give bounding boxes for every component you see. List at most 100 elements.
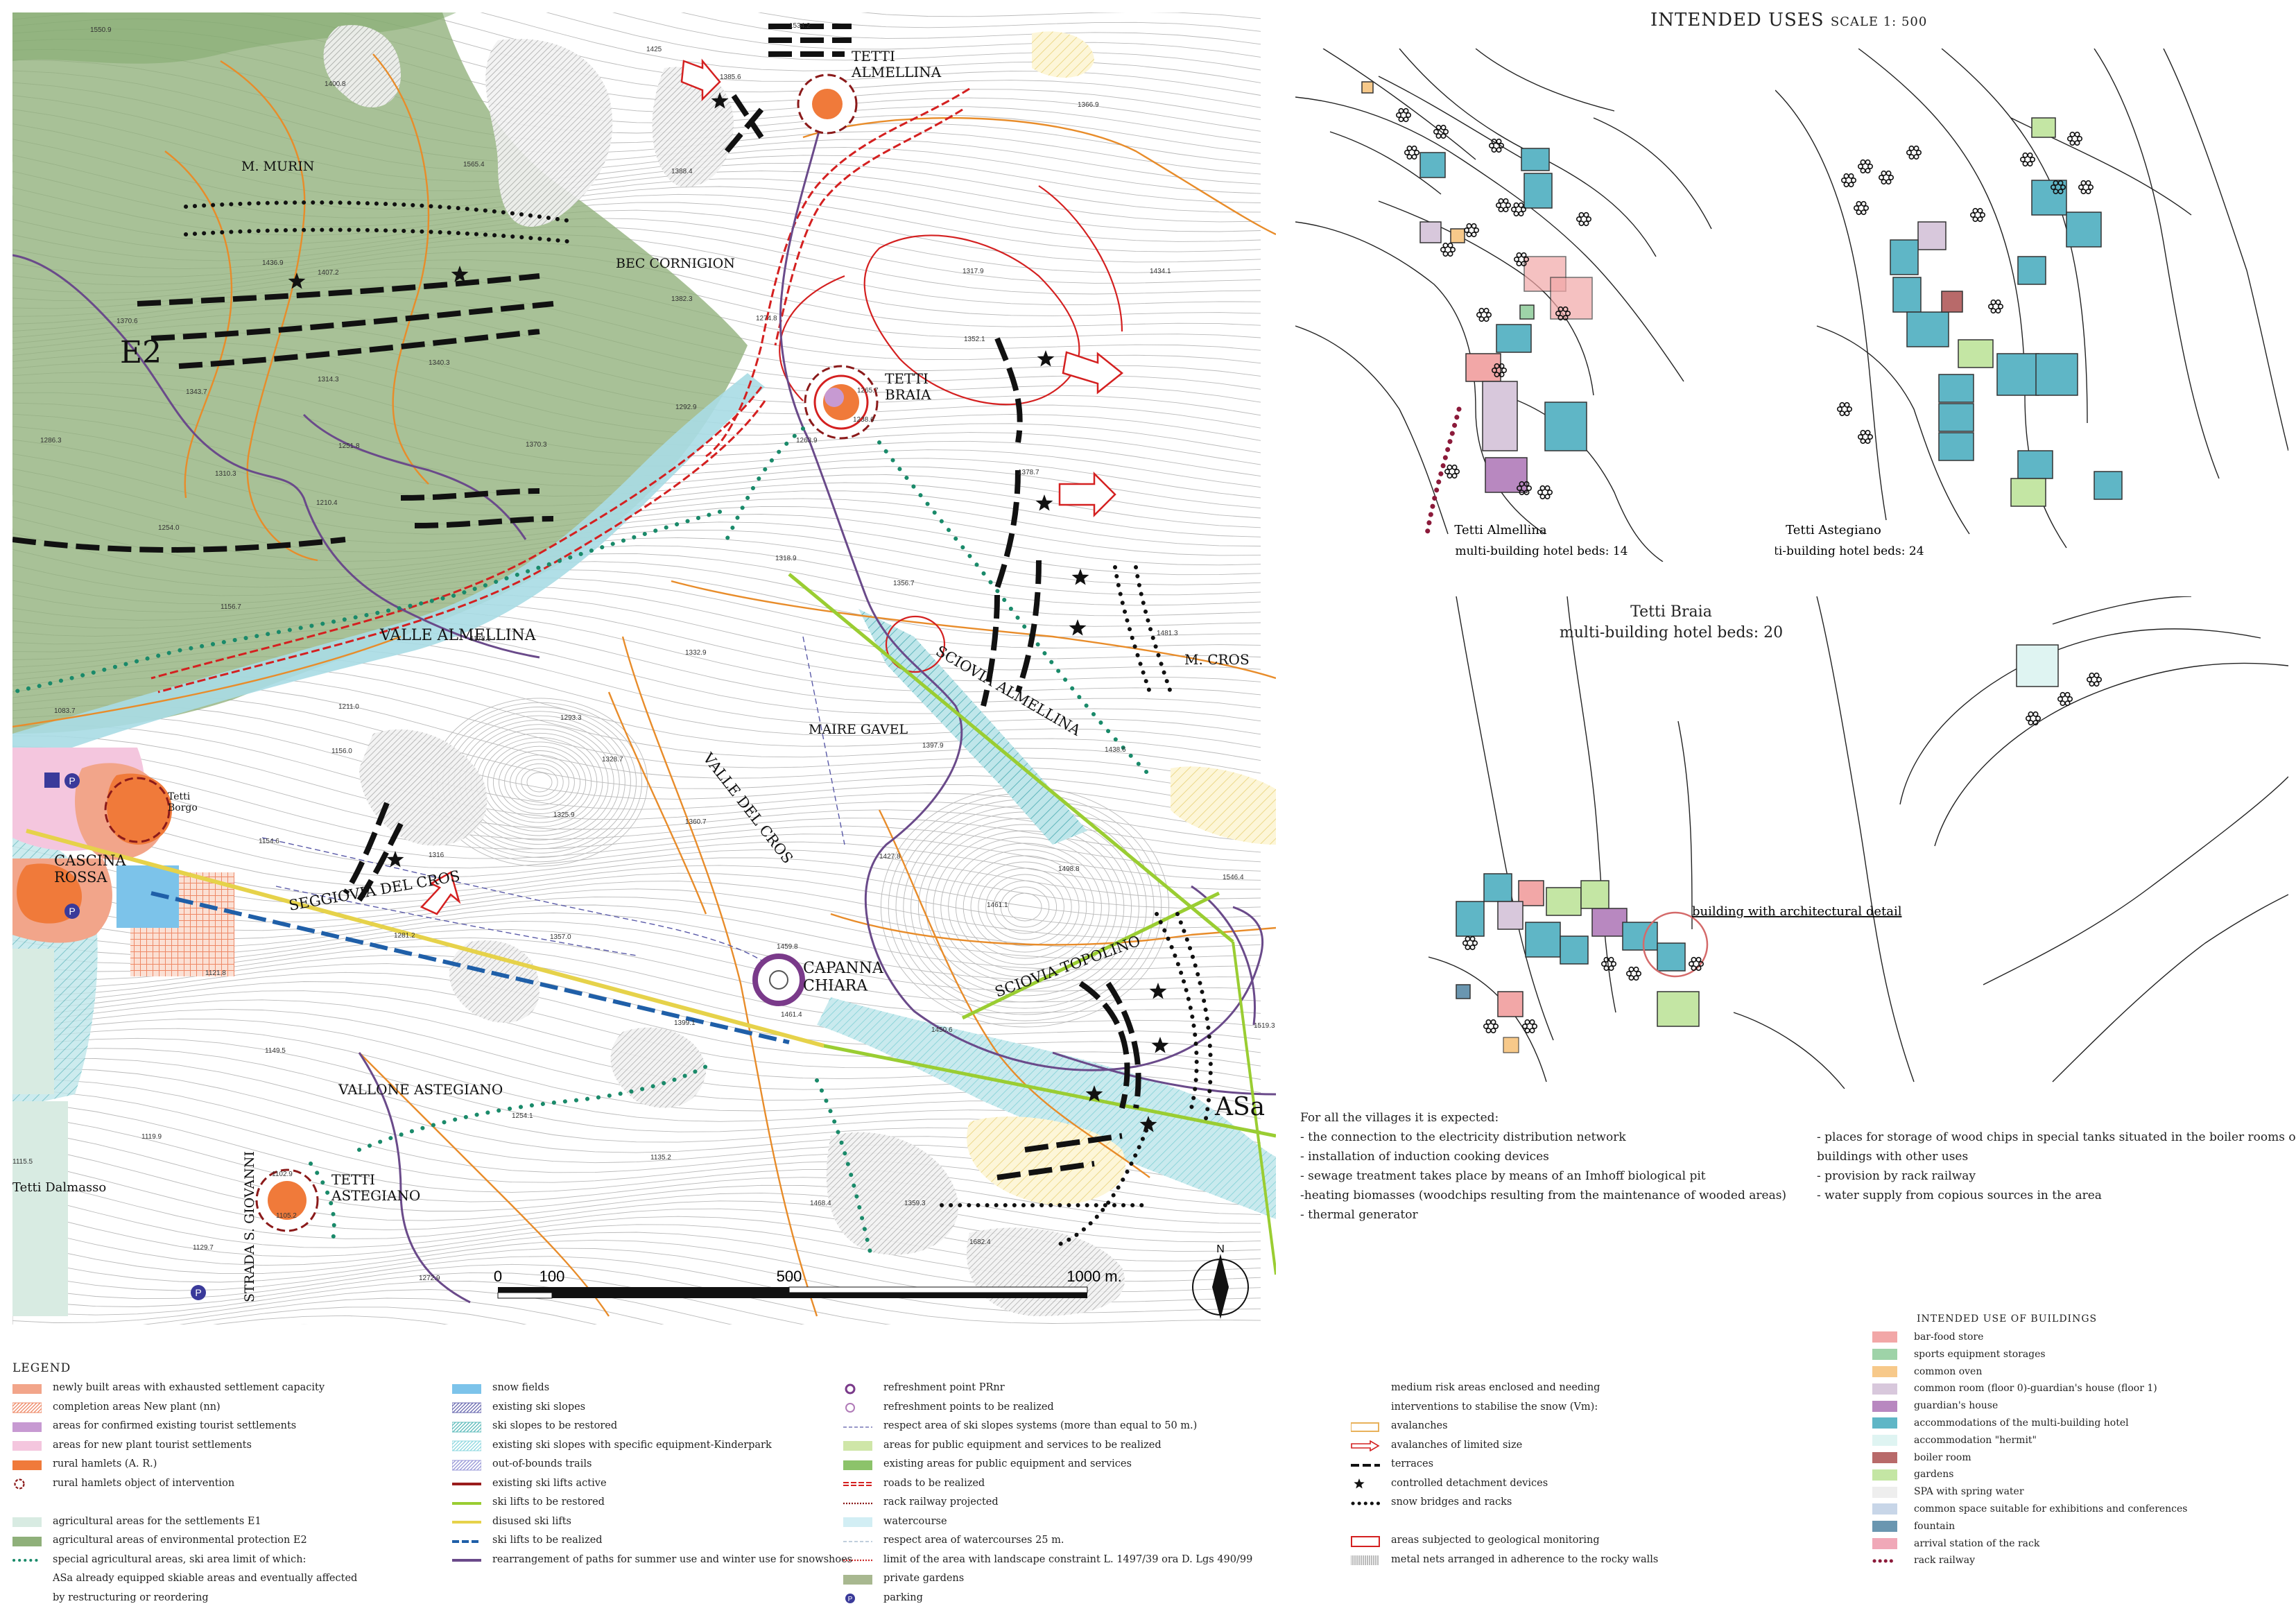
elevation-label: 1356.7 [893,580,915,587]
elevation-label: 1328.7 [602,756,623,763]
place-label-m-murin: M. MURIN [241,159,314,174]
hamlet-tetti-astegiano[interactable] [255,1168,319,1232]
elevation-label: 1178.6 [470,635,491,643]
plan-tetti-almellina[interactable]: Tetti Almellina multi-building hotel bed… [1295,49,1732,562]
legend-swatch [452,1383,481,1394]
controlled-detachment-star [386,851,404,868]
legend-col1-item-2: areas for confirmed existing tourist set… [12,1417,357,1436]
elevation-label: 1481.3 [1157,630,1178,637]
legend-col1-item-3: areas for new plant tourist settlements [12,1436,357,1456]
intended-use-label: gardens [1914,1469,1954,1481]
intended-use-swatch [1872,1555,1898,1567]
note-right-0: - places for storage of wood chips in sp… [1817,1130,2296,1144]
legend-swatch [12,1497,42,1508]
refreshment-point-capanna-chiara[interactable] [752,954,805,1006]
hamlet-tetti-braia[interactable] [804,365,879,440]
intended-use-item-12: arrival station of the rack [1872,1535,2188,1553]
legend-col1-item-7: agricultural areas for the settlements E… [12,1512,357,1532]
elevation-label: 1293.3 [560,714,582,722]
legend-col4-item-2: avalanches [1350,1417,1658,1436]
ski-lifts [26,573,1276,1275]
elevation-label: 1265.7 [857,387,879,395]
legend-label: respect area of ski slopes systems (more… [883,1420,1198,1431]
elevation-label: 1388.4 [671,168,693,175]
legend-col2-item-6: ski lifts to be restored [452,1493,852,1512]
controlled-detachment-star [1069,619,1087,636]
legend-swatch [442,1421,491,1433]
legend-col4-item-0: medium risk areas enclosed and needing [1351,1379,1658,1398]
legend-swatch [442,1401,491,1413]
legend-col2-item-3: existing ski slopes with specific equipm… [442,1436,852,1456]
intended-use-swatch [1872,1435,1897,1447]
legend-label: existing ski slopes with specific equipm… [492,1439,772,1451]
legend-label: rearrangement of paths for summer use an… [492,1553,853,1565]
legend-swatch [843,1421,872,1432]
intended-use-item-8: gardens [1872,1466,2188,1483]
plan-tetti-astegiano[interactable]: Tetti Astegiano multi-building hotel bed… [1775,49,2288,562]
legend-swatch [843,1516,872,1528]
legend-swatch [452,1554,481,1565]
intended-use-item-0: bar-food store [1872,1329,2188,1346]
note-right-1: buildings with other uses [1817,1150,1969,1164]
legend-swatch [12,1440,42,1451]
legend-label: existing ski slopes [492,1401,586,1413]
legend-col3-item-10: private gardens [843,1569,1252,1589]
legend-col4-item-1: interventions to stabilise the snow (Vm)… [1351,1398,1658,1417]
controlled-detachment-star [1035,494,1053,511]
elevation-label: 1378.7 [1018,469,1039,476]
legend-swatch [12,1421,42,1432]
elevation-label: 1370.3 [526,441,547,449]
hamlet-tetti-almellina[interactable] [797,74,858,135]
legend-col3-item-4: existing areas for public equipment and … [843,1455,1252,1474]
geological-monitoring-lines [779,185,1123,673]
intended-use-item-1: sports equipment storages [1872,1346,2188,1363]
legend-label: by restructuring or reordering [53,1591,209,1603]
legend-label: areas for confirmed existing tourist set… [53,1420,297,1431]
elevation-label: 1129.7 [193,1244,214,1252]
elevation-label: 1565.4 [463,161,485,169]
hamlet-cascina-rossa[interactable] [104,777,171,843]
braia-title: Tetti Braia multi-building hotel beds: 2… [1526,602,1817,644]
almellina-buildings [1361,81,1593,493]
village-notes-right: - places for storage of wood chips in sp… [1817,1128,2296,1205]
elevation-label: 1534.2 [789,22,811,30]
almellina-trees [1396,107,1591,500]
watercourse-band [12,373,765,768]
intended-use-label: common space suitable for exhibitions an… [1914,1503,2188,1515]
legend-col2-item-1: existing ski slopes [442,1398,852,1417]
legend-col1-item-9: special agricultural areas, ski area lim… [12,1551,357,1570]
elevation-label: 1498.8 [1058,865,1080,873]
legend-label: agricultural areas for the settlements E… [53,1515,261,1527]
place-label-bec-cornigion: BEC CORNIGION [616,256,735,271]
elevation-label: 1317.9 [963,268,984,275]
legend-label: interventions to stabilise the snow (Vm)… [1391,1401,1598,1413]
plan-tetti-braia[interactable]: building with architectural detail [1428,596,2288,1089]
legend-swatch [1351,1459,1380,1470]
legend-swatch [1351,1497,1381,1508]
legend-swatch [452,1535,481,1546]
elevation-label: 1436.9 [262,259,284,267]
legend-swatch [843,1401,872,1413]
snow-bridges [184,200,1213,1249]
legend-swatch [843,1535,872,1546]
intended-use-item-6: accommodation "hermit" [1872,1432,2188,1449]
place-label-valle-almellina: VALLE ALMELLINA [379,627,537,644]
elevation-label: 1281.2 [394,932,415,940]
legend-label: agricultural areas of environmental prot… [53,1535,307,1546]
elevation-label: 1263.9 [796,437,818,445]
legend-label: refreshment points to be realized [883,1401,1054,1413]
legend-label: ASa already equipped skiable areas and e… [53,1573,358,1584]
legend-label: avalanches of limited size [1391,1439,1523,1451]
intended-use-item-4: guardian's house [1872,1397,2188,1415]
place-label-tetti-dalmasso: Tetti Dalmasso [12,1180,106,1195]
elevation-label: 1102.9 [272,1171,293,1178]
place-label-vallone-astegiano: VALLONE ASTEGIANO [338,1081,503,1098]
legend-label: ski slopes to be restored [492,1420,618,1431]
intended-use-swatch [1872,1365,1897,1377]
legend-column-4: medium risk areas enclosed and needing in… [1350,1379,1658,1569]
legend-col1-item-6 [12,1493,357,1512]
